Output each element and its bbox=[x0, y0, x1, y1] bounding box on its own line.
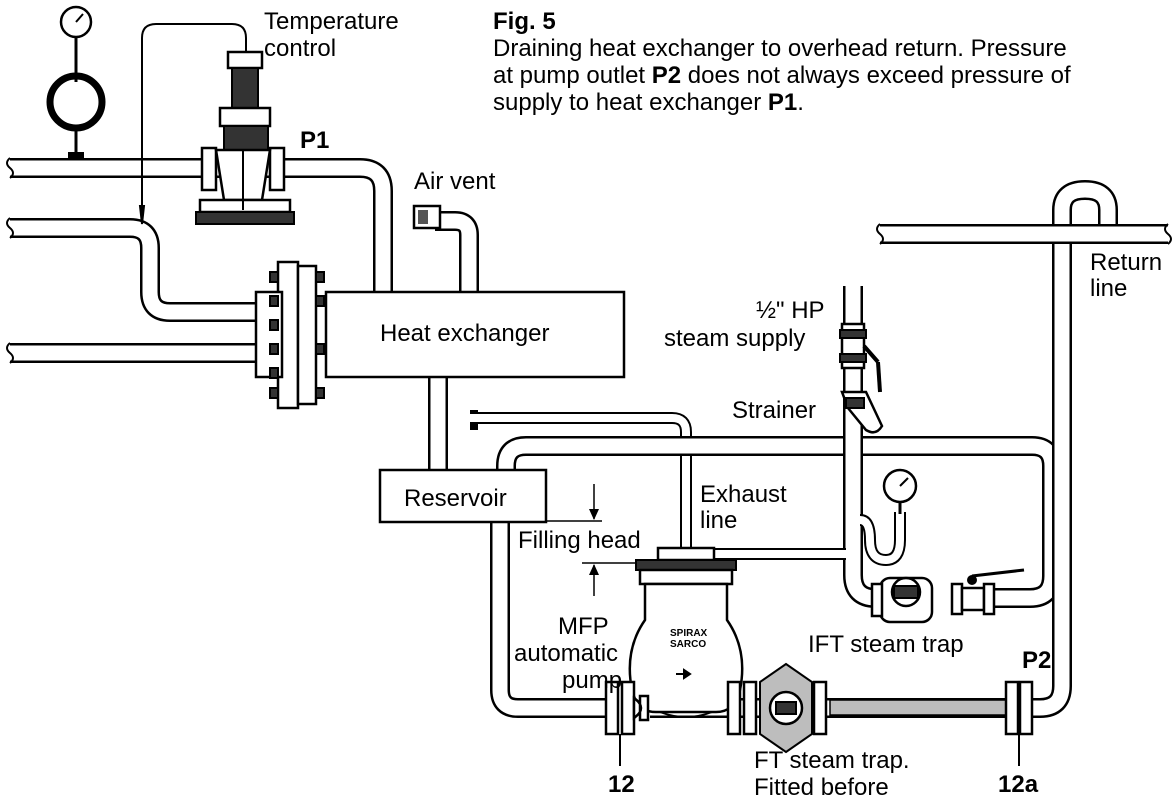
reservoir-outlet-pipe bbox=[490, 510, 612, 718]
reservoir-label: Reservoir bbox=[404, 485, 507, 512]
reservoir bbox=[378, 468, 548, 524]
temperature-control-valve bbox=[195, 50, 295, 225]
shaded-outlet-section bbox=[829, 699, 1017, 716]
air-vent bbox=[412, 204, 442, 230]
hp-supply-label-2: steam supply bbox=[664, 325, 805, 352]
trap-outlet-ball-valve bbox=[950, 568, 1025, 616]
flange-12a bbox=[1004, 680, 1034, 736]
filling-head-label: Filling head bbox=[518, 527, 641, 554]
isolation-valve-hp bbox=[839, 322, 882, 393]
ft-trap-label-line2: Fitted before bbox=[754, 774, 889, 798]
figure-caption-line3: supply to heat exchanger P1. bbox=[493, 89, 804, 116]
left-inlet-pipes bbox=[10, 218, 262, 363]
ft-steam-trap bbox=[759, 662, 828, 754]
pipe-break-marks bbox=[6, 157, 1172, 364]
p1-label: P1 bbox=[300, 127, 329, 154]
return-line-label-1: Return bbox=[1090, 249, 1162, 276]
ift-trap-label: IFT steam trap bbox=[808, 631, 964, 658]
pump-outlet-pipe bbox=[650, 210, 1072, 718]
pump-brand-line1: SPIRAX bbox=[670, 628, 708, 639]
return-line-label-2: line bbox=[1090, 275, 1127, 302]
figure-number: Fig. 5 bbox=[493, 8, 556, 35]
gauge-near-trap bbox=[882, 468, 918, 514]
flange-12-label: 12 bbox=[608, 771, 635, 798]
ft-trap-label-line1: FT steam trap. bbox=[754, 747, 910, 774]
exhaust-line-label-1: Exhaust bbox=[700, 481, 787, 508]
steam-supply-pipe bbox=[10, 158, 393, 292]
outlet-check-valve bbox=[726, 680, 758, 736]
pressure-gauge-p1 bbox=[46, 5, 106, 158]
flange-12a-label: 12a bbox=[998, 771, 1039, 798]
capillary-line bbox=[141, 23, 247, 222]
air-vent-pipe bbox=[435, 211, 479, 292]
strainer-label: Strainer bbox=[732, 397, 816, 424]
hp-supply-label-1: ½" HP bbox=[756, 297, 825, 324]
return-loop-pipe bbox=[880, 180, 1168, 244]
temperature-control-label-2: control bbox=[264, 35, 336, 62]
mfp-label-3: pump bbox=[562, 667, 622, 694]
gauge-siphon bbox=[859, 512, 906, 566]
inlet-check-valve bbox=[604, 680, 650, 736]
air-vent-label: Air vent bbox=[414, 168, 496, 195]
mfp-label-1: MFP bbox=[558, 613, 609, 640]
heat-exchanger-label: Heat exchanger bbox=[380, 320, 549, 347]
mfp-automatic-pump bbox=[628, 546, 744, 718]
ift-return-pipe bbox=[496, 436, 1062, 608]
heat-exchanger bbox=[254, 260, 626, 410]
filling-head-dimension bbox=[546, 484, 640, 596]
figure-caption-line2: at pump outlet P2 does not always exceed… bbox=[493, 62, 1071, 89]
mfp-label-2: automatic bbox=[514, 640, 618, 667]
pump-brand-line2: SARCO bbox=[670, 639, 706, 650]
strainer bbox=[840, 390, 884, 434]
temperature-control-label-1: Temperature bbox=[264, 8, 399, 35]
ift-steam-trap bbox=[870, 576, 934, 624]
figure-caption-line1: Draining heat exchanger to overhead retu… bbox=[493, 35, 1067, 62]
p2-label: P2 bbox=[1022, 647, 1051, 674]
exhaust-line-label-2: line bbox=[700, 507, 737, 534]
